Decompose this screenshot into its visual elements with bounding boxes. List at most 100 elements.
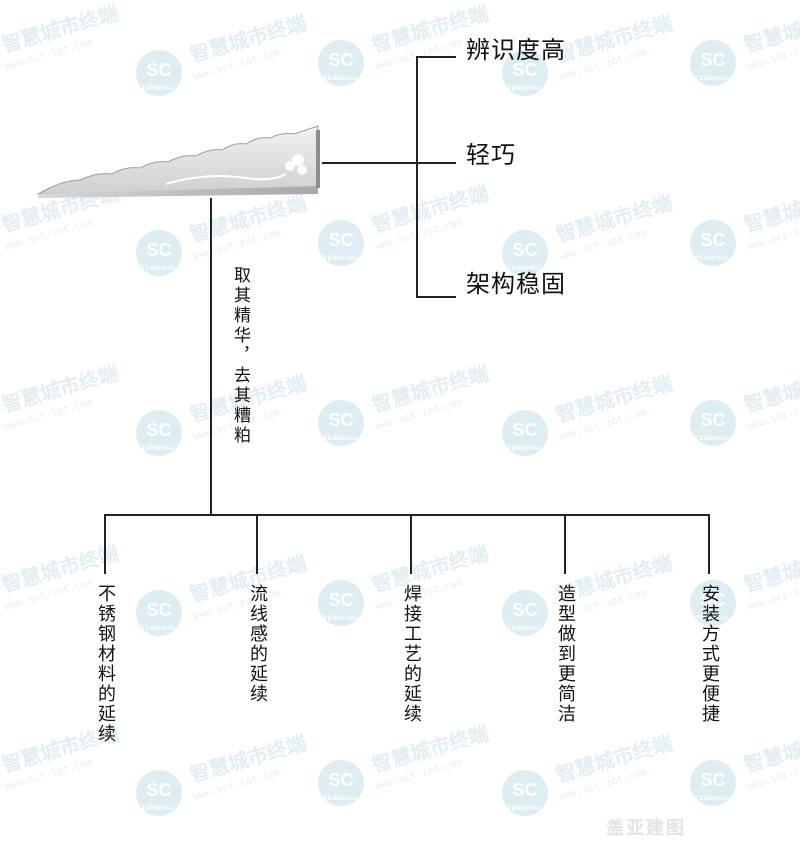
watermark-badge-sub: TERMINAL [507, 86, 543, 92]
watermark-badge-sub: TERMINAL [507, 806, 543, 812]
watermark-name: 智慧城市终端 [369, 540, 492, 597]
branch-5 [708, 514, 710, 574]
watermark-name: 智慧城市终端 [741, 0, 800, 57]
watermark-badge-sub: TERMINAL [695, 796, 731, 802]
watermark-url: www.sct-iot.com [4, 577, 94, 613]
watermark-url: www.sct-iot.com [558, 227, 648, 263]
watermark-name: 智慧城市终端 [741, 720, 800, 777]
watermark-url: www.sct-iot.com [558, 47, 648, 83]
bottom-feature-5: 安装方式更便捷 [699, 584, 720, 724]
watermark-name: 智慧城市终端 [553, 730, 676, 787]
watermark-name: 智慧城市终端 [369, 360, 492, 417]
watermark-badge-sub: TERMINAL [323, 436, 359, 442]
watermark-name: 智慧城市终端 [741, 540, 800, 597]
watermark-badge-sub: TERMINAL [141, 266, 177, 272]
bottom-feature-2: 流线感的延续 [247, 584, 268, 704]
corner-stamp: 盖亚建图 [606, 818, 686, 839]
feature-label-recognizable: 辨识度高 [466, 36, 566, 64]
watermark-name: 智慧城市终端 [0, 360, 122, 417]
motto-text: 取其精华，去其糟粕 [230, 266, 250, 446]
watermark-url: www.sct-iot.com [192, 227, 282, 263]
watermark-url: www.sct-iot.com [192, 47, 282, 83]
branch-2 [256, 514, 258, 574]
watermark-badge-sub: TERMINAL [141, 446, 177, 452]
watermark-name: 智慧城市终端 [553, 370, 676, 427]
watermark-url: www.sct-iot.com [558, 407, 648, 443]
connector-product-to-bracket [322, 162, 418, 164]
bracket-bottom [416, 296, 456, 298]
watermark-name: 智慧城市终端 [187, 10, 310, 67]
watermark-name: 智慧城市终端 [741, 360, 800, 417]
watermark-badge-sub: TERMINAL [323, 796, 359, 802]
watermark-name: 智慧城市终端 [369, 720, 492, 777]
watermark-badge-sub: TERMINAL [141, 626, 177, 632]
product-image [36, 125, 320, 198]
watermark-url: www.sct-iot.com [4, 757, 94, 793]
feature-label-stable-structure: 架构稳固 [466, 270, 566, 298]
watermark-name: 智慧城市终端 [553, 190, 676, 247]
watermark-badge-sub: TERMINAL [323, 616, 359, 622]
watermark-url: www.sct-iot.com [374, 37, 464, 73]
bracket-top [416, 56, 456, 58]
watermark-url: www.sct-iot.com [4, 37, 94, 73]
watermark-name: 智慧城市终端 [553, 10, 676, 67]
watermark-url: www.sct-iot.com [746, 217, 800, 253]
watermark-badge-sub: TERMINAL [695, 436, 731, 442]
watermark-url: www.sct-iot.com [746, 37, 800, 73]
watermark-badge-sub: TERMINAL [695, 256, 731, 262]
bottom-feature-1: 不锈钢材料的延续 [95, 584, 116, 744]
watermark-badge-sub: TERMINAL [141, 86, 177, 92]
watermark-name: 智慧城市终端 [187, 730, 310, 787]
bottom-feature-4: 造型做到更简洁 [555, 584, 576, 724]
watermark-url: www.sct-iot.com [558, 767, 648, 803]
watermark-badge-sub: TERMINAL [141, 806, 177, 812]
bracket-mid [416, 162, 456, 164]
watermark-url: www.sct-iot.com [192, 587, 282, 623]
watermark-badge-sub: TERMINAL [507, 626, 543, 632]
watermark-url: www.sct-iot.com [374, 397, 464, 433]
branch-3 [410, 514, 412, 574]
watermark-url: www.sct-iot.com [4, 217, 94, 253]
bottom-horizontal [104, 514, 710, 516]
watermark-badge-sub: TERMINAL [695, 76, 731, 82]
watermark-url: www.sct-iot.com [746, 577, 800, 613]
watermark-url: www.sct-iot.com [192, 767, 282, 803]
bottom-feature-3: 焊接工艺的延续 [401, 584, 422, 724]
watermark-badge-sub: TERMINAL [323, 76, 359, 82]
watermark-url: www.sct-iot.com [746, 397, 800, 433]
watermark-url: www.sct-iot.com [374, 217, 464, 253]
watermark-url: www.sct-iot.com [4, 397, 94, 433]
watermark-url: www.sct-iot.com [746, 757, 800, 793]
bracket-vertical [416, 56, 418, 298]
watermark-name: 智慧城市终端 [741, 180, 800, 237]
